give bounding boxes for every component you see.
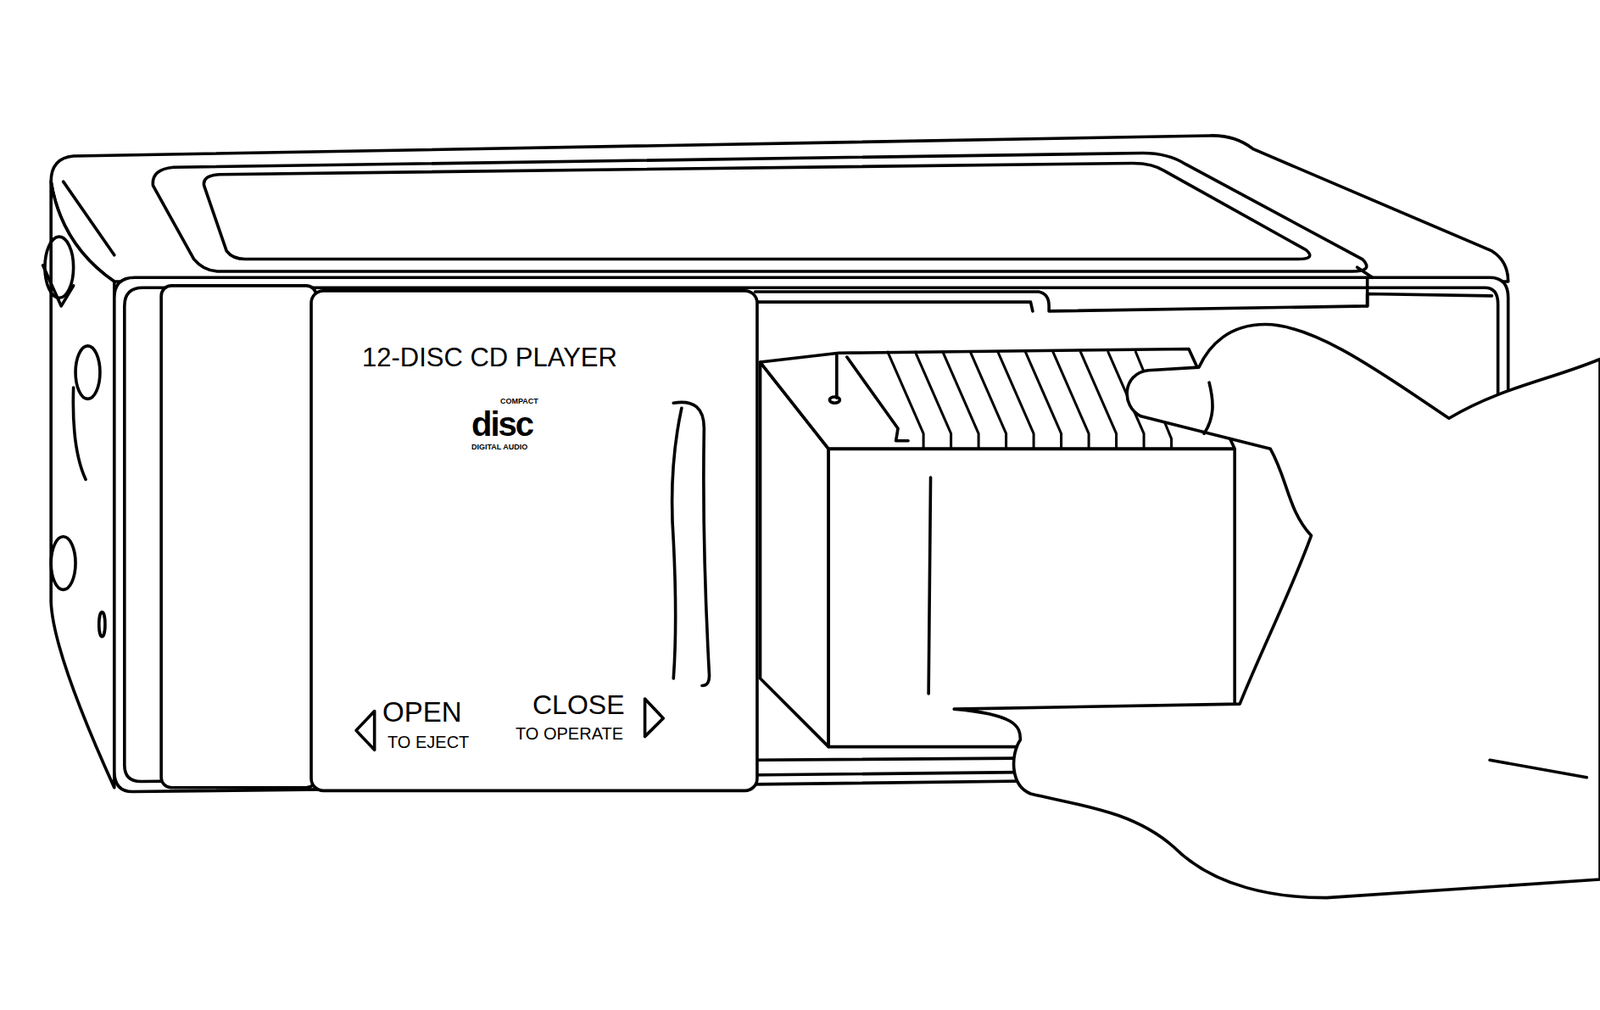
control-label: CLOSE (532, 691, 625, 719)
door-grip (672, 407, 682, 679)
top-panel (152, 152, 1366, 272)
side-knob (50, 536, 76, 591)
control-label: OPEN (382, 697, 463, 726)
logo-text: disc (471, 406, 533, 441)
magazine-hole (829, 396, 840, 403)
close-arrow (645, 698, 664, 737)
hand (953, 324, 1600, 898)
cavity-shelf (755, 301, 1033, 312)
side-knob (44, 236, 74, 298)
side-knob (72, 387, 86, 480)
logo-text: COMPACT (500, 397, 539, 406)
magazine-edge (835, 355, 839, 399)
magazine-front (828, 448, 1235, 747)
magazine-latch (847, 356, 909, 441)
cavity-edge (1365, 277, 1370, 307)
control-hint: TO OPERATE (515, 724, 624, 742)
side-edge (63, 181, 115, 256)
top-panel-inner (203, 162, 1310, 259)
housing-top (50, 135, 1509, 282)
side-knob (75, 345, 101, 400)
housing-side (50, 181, 115, 788)
door-grip (673, 401, 709, 686)
product-name: 12-DISC CD PLAYER (362, 344, 618, 371)
hand-crease (1489, 759, 1587, 777)
logo-text: DIGITAL AUDIO (471, 443, 528, 452)
cavity-edge (1357, 267, 1373, 278)
open-arrow (356, 711, 375, 751)
side-knob (43, 265, 74, 307)
cavity-shelf (755, 291, 1493, 312)
door-panel (311, 290, 758, 791)
door-strip (161, 285, 317, 788)
hand-crease (1204, 382, 1213, 434)
magazine-groove (928, 477, 931, 694)
control-hint: TO EJECT (387, 733, 469, 751)
side-screw (99, 612, 106, 637)
